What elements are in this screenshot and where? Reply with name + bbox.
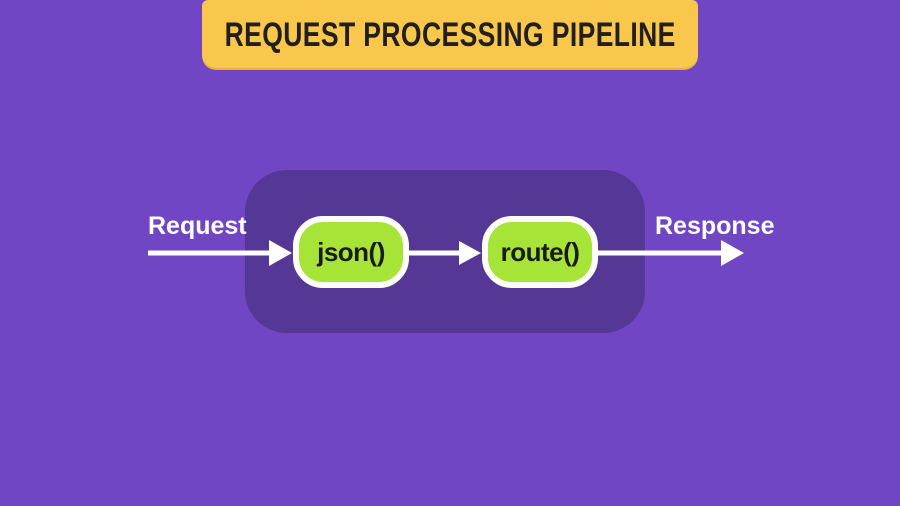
arrowhead-icon: [721, 240, 744, 266]
node-json-label: json(): [317, 236, 385, 267]
node-json: json(): [293, 216, 409, 288]
title-banner: REQUEST PROCESSING PIPELINE: [202, 0, 698, 70]
request-label: Request: [148, 212, 247, 240]
node-route: route(): [482, 216, 598, 288]
page-title: REQUEST PROCESSING PIPELINE: [224, 15, 676, 54]
node-route-label: route(): [500, 236, 580, 267]
response-label: Response: [655, 212, 775, 240]
